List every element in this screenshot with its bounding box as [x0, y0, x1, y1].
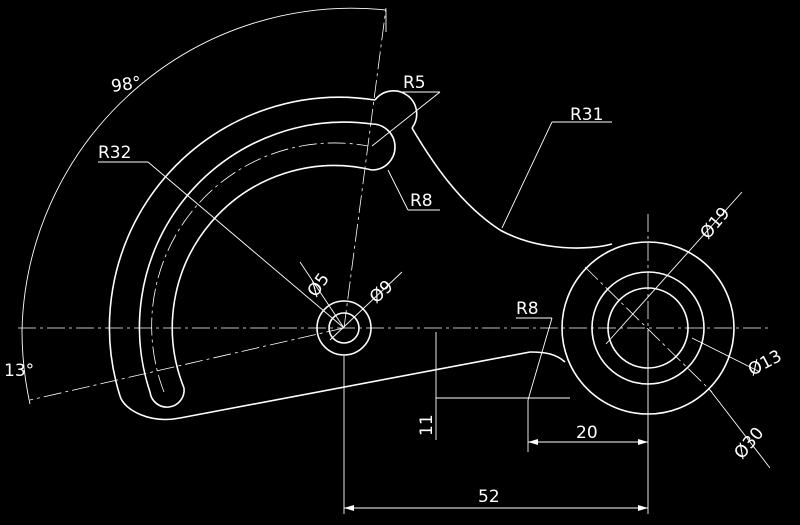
d5-leader	[299, 261, 345, 329]
arrow-20-right	[638, 439, 648, 445]
arrow-20-left	[528, 439, 538, 445]
slot-inner-inner-arc	[171, 164, 373, 389]
r8-bottom-leader	[527, 317, 553, 401]
slot-centerline-arc	[151, 142, 369, 393]
label-11: 11	[417, 414, 437, 436]
arrow-52-left	[344, 505, 354, 511]
slot-bottom-rounded-end	[149, 387, 185, 408]
slot-top-rounded-end	[371, 123, 396, 171]
r8-top-leader	[387, 169, 409, 211]
d19-leader	[605, 191, 743, 345]
label-20: 20	[576, 423, 598, 443]
arrow-52-right	[638, 505, 648, 511]
angle-13-arc	[21, 329, 31, 405]
r8-bottom-blend	[529, 351, 566, 363]
d13-leader	[691, 337, 761, 373]
label-r8-bottom: R8	[516, 299, 539, 319]
slot-inner-outer-arc	[138, 121, 373, 393]
r31-blend-curve	[411, 127, 613, 249]
r32-leader	[147, 161, 345, 329]
label-r8-top: R8	[410, 191, 433, 211]
label-98: 98°	[110, 73, 143, 97]
d30-leader	[709, 389, 771, 469]
bottom-tangent-line	[179, 351, 531, 419]
r31-leader	[501, 121, 553, 229]
label-d30: Ø30	[731, 424, 769, 464]
label-52: 52	[478, 487, 500, 507]
right-diagonal-centerline	[584, 266, 713, 393]
r5-leader	[371, 91, 441, 147]
label-r31: R31	[570, 105, 603, 125]
angle-98-arc	[21, 7, 387, 331]
r5-cap-arc	[374, 90, 418, 129]
label-r5: R5	[403, 73, 426, 93]
label-d13: Ø13	[745, 346, 785, 380]
d9-leader	[329, 271, 403, 341]
label-d19: Ø19	[697, 204, 735, 244]
angled-centerline-13	[29, 327, 345, 401]
pivot-outer-circle	[316, 300, 372, 356]
label-r32: R32	[98, 143, 131, 163]
slot-bottom-end	[119, 395, 181, 421]
pivot-inner-circle	[328, 312, 360, 344]
label-13: 13°	[4, 361, 34, 381]
